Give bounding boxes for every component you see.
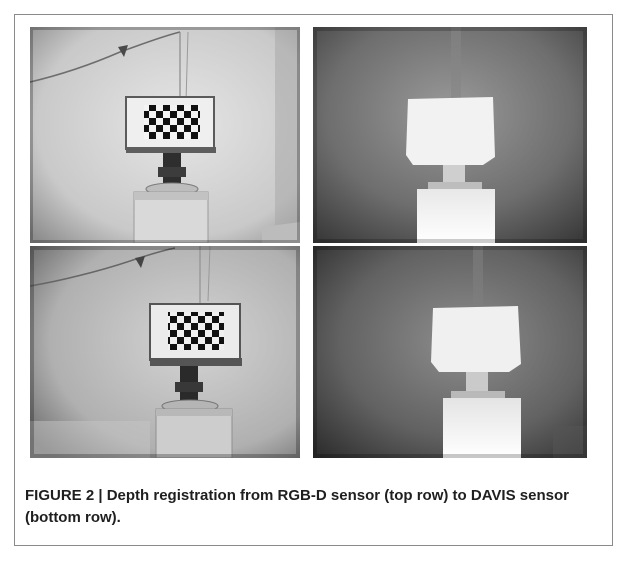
depth-map-image	[313, 246, 587, 458]
grayscale-scene-image	[30, 27, 300, 243]
panel-bottom-right-depth	[313, 246, 587, 458]
panel-bottom-left-grayscale	[30, 246, 300, 458]
panel-top-right-depth	[313, 27, 587, 243]
figure-caption: FIGURE 2 | Depth registration from RGB-D…	[25, 487, 569, 526]
figure-frame: FIGURE 2 | Depth registration from RGB-D…	[14, 14, 613, 546]
depth-map-image	[313, 27, 587, 243]
grayscale-scene-image	[30, 246, 300, 458]
panel-top-left-grayscale	[30, 27, 300, 243]
